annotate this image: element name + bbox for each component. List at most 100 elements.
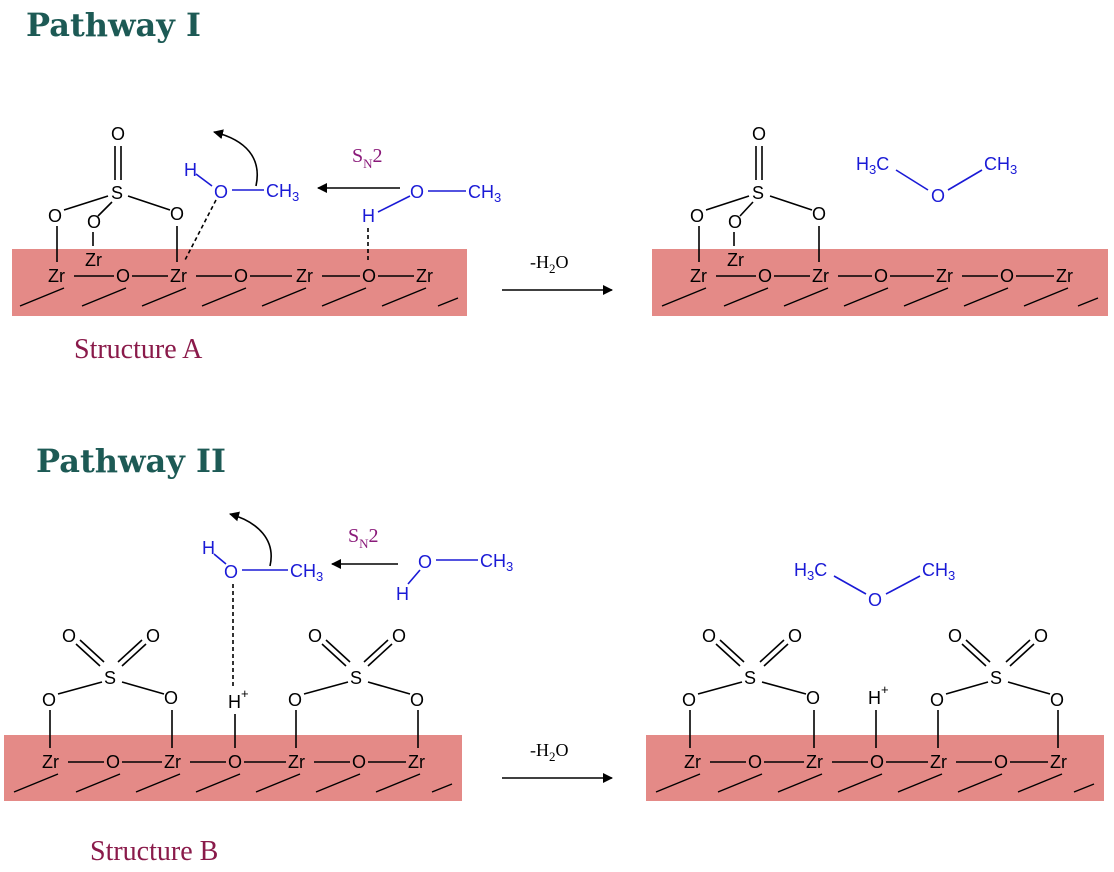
o-atom: O bbox=[116, 266, 130, 286]
zr-atom: Zr bbox=[727, 250, 744, 270]
condition-label-a: -H2O bbox=[530, 252, 569, 276]
h3c-group: H3C bbox=[856, 154, 889, 177]
zr-atom: Zr bbox=[806, 752, 823, 772]
o-atom: O bbox=[690, 206, 704, 226]
zr-atom: Zr bbox=[408, 752, 425, 772]
zr-atom: Zr bbox=[85, 250, 102, 270]
h-atom: H bbox=[184, 160, 197, 180]
zr-atom: Zr bbox=[296, 266, 313, 286]
o-atom: O bbox=[758, 266, 772, 286]
curved-arrow-a bbox=[213, 129, 258, 187]
o-atom: O bbox=[702, 626, 716, 646]
s-atom: S bbox=[752, 183, 764, 203]
surface-row-a: Zr O Zr O Zr O Zr bbox=[48, 266, 433, 286]
curved-arrow-b bbox=[229, 511, 272, 567]
pathway-1-title: Pathway I bbox=[26, 6, 201, 44]
o-atom: O bbox=[728, 212, 742, 232]
methanol-incoming-b: O CH3 H bbox=[396, 551, 513, 604]
surface-row-b: Zr O Zr O Zr O Zr bbox=[42, 752, 425, 772]
o-atom: O bbox=[392, 626, 406, 646]
o-atom: O bbox=[410, 690, 424, 710]
sulfate-group-a: O S O O O Zr bbox=[48, 124, 184, 270]
pathway-2-title: Pathway II bbox=[36, 442, 226, 480]
o-atom: O bbox=[682, 690, 696, 710]
o-atom: O bbox=[164, 688, 178, 708]
dimethyl-ether-product-b: H3C O CH3 bbox=[794, 560, 955, 610]
zr-atom: Zr bbox=[690, 266, 707, 286]
o-atom: O bbox=[234, 266, 248, 286]
o-atom: O bbox=[868, 590, 882, 610]
o-atom: O bbox=[948, 626, 962, 646]
zr-atom: Zr bbox=[164, 752, 181, 772]
o-atom: O bbox=[146, 626, 160, 646]
ch3-group: CH3 bbox=[480, 551, 513, 574]
ch3-group: CH3 bbox=[468, 182, 501, 205]
o-atom: O bbox=[812, 204, 826, 224]
ch3-group: CH3 bbox=[922, 560, 955, 583]
ch3-group: CH3 bbox=[290, 561, 323, 584]
s-atom: S bbox=[744, 668, 756, 688]
methanol-activated-a: H O CH3 bbox=[183, 160, 299, 263]
surface-row-product-b: Zr O Zr O Zr O Zr bbox=[684, 752, 1067, 772]
zr-atom: Zr bbox=[416, 266, 433, 286]
surface-row-product-a: Zr O Zr O Zr O Zr bbox=[690, 266, 1073, 286]
sulfate-group-b2: O O S O O bbox=[288, 626, 424, 748]
structure-a-label: Structure A bbox=[74, 334, 203, 365]
condition-label-b: -H2O bbox=[530, 740, 569, 764]
o-atom: O bbox=[87, 212, 101, 232]
o-atom: O bbox=[410, 182, 424, 202]
o-atom: O bbox=[418, 552, 432, 572]
zr-atom: Zr bbox=[42, 752, 59, 772]
dimethyl-ether-product-a: H3C O CH3 bbox=[856, 154, 1017, 206]
s-atom: S bbox=[104, 668, 116, 688]
o-atom: O bbox=[224, 562, 238, 582]
o-atom: O bbox=[288, 690, 302, 710]
h-atom: H bbox=[396, 584, 409, 604]
ch3-group: CH3 bbox=[984, 154, 1017, 177]
o-atom: O bbox=[930, 690, 944, 710]
methanol-activated-b: H O CH3 bbox=[202, 538, 323, 584]
surface-slab-b bbox=[4, 735, 462, 801]
h-plus: H+ bbox=[868, 682, 889, 708]
o-atom: O bbox=[62, 626, 76, 646]
h-plus: H+ bbox=[228, 686, 249, 712]
s-atom: S bbox=[990, 668, 1002, 688]
o-atom: O bbox=[170, 204, 184, 224]
surface-slab-a bbox=[12, 249, 467, 316]
o-atom: O bbox=[994, 752, 1008, 772]
o-atom: O bbox=[352, 752, 366, 772]
sn2-label-a: SN2 bbox=[352, 145, 383, 171]
o-atom: O bbox=[42, 690, 56, 710]
bronsted-acid-site: H+ bbox=[228, 584, 249, 748]
structure-b-label: Structure B bbox=[90, 836, 218, 867]
o-atom: O bbox=[870, 752, 884, 772]
o-atom: O bbox=[788, 626, 802, 646]
o-atom: O bbox=[931, 186, 945, 206]
o-atom: O bbox=[752, 124, 766, 144]
sn2-label-b: SN2 bbox=[348, 525, 379, 551]
o-atom: O bbox=[1050, 690, 1064, 710]
methanol-incoming-a: O CH3 H bbox=[362, 182, 501, 262]
zr-atom: Zr bbox=[1050, 752, 1067, 772]
o-atom: O bbox=[1034, 626, 1048, 646]
o-atom: O bbox=[228, 752, 242, 772]
ch3-group: CH3 bbox=[266, 181, 299, 204]
zr-atom: Zr bbox=[930, 752, 947, 772]
o-atom: O bbox=[111, 124, 125, 144]
surface-slab-product-a bbox=[652, 249, 1108, 316]
o-atom: O bbox=[362, 266, 376, 286]
o-atom: O bbox=[1000, 266, 1014, 286]
o-atom: O bbox=[106, 752, 120, 772]
zr-atom: Zr bbox=[812, 266, 829, 286]
o-atom: O bbox=[214, 182, 228, 202]
sulfate-group-b1: O O S O O bbox=[42, 626, 178, 748]
surface-slab-product-b bbox=[646, 735, 1104, 801]
o-atom: O bbox=[748, 752, 762, 772]
o-atom: O bbox=[874, 266, 888, 286]
bronsted-acid-site-product: H+ bbox=[868, 682, 889, 748]
h3c-group: H3C bbox=[794, 560, 827, 583]
zr-atom: Zr bbox=[684, 752, 701, 772]
s-atom: S bbox=[111, 183, 123, 203]
